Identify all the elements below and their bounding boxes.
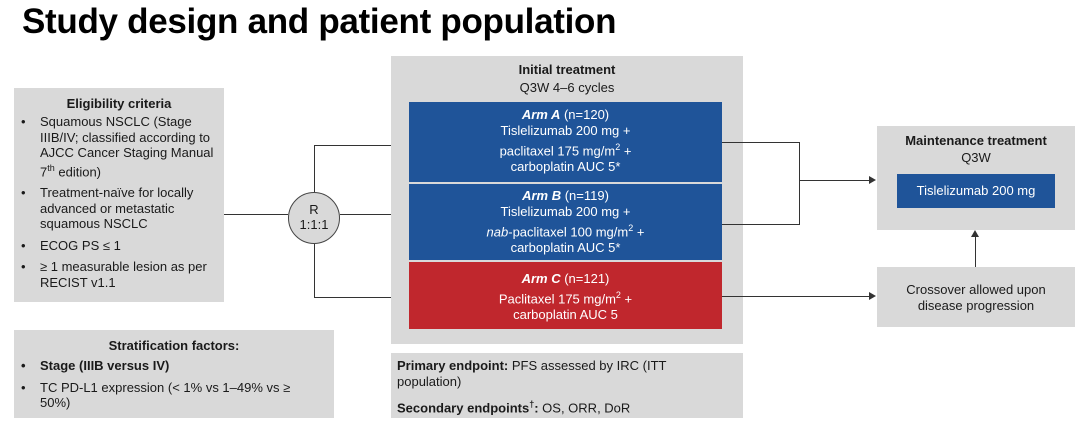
randomization-ratio: 1:1:1 [299, 217, 329, 232]
connector-line [722, 224, 800, 225]
eligibility-list: Squamous NSCLC (Stage IIIB/IV; classifie… [14, 114, 224, 290]
arm-c-header: Arm C (n=121) [521, 271, 610, 286]
arm-b-line: Tislelizumab 200 mg + [500, 204, 631, 219]
connector-line [314, 145, 315, 192]
stratification-item: TC PD-L1 expression (< 1% vs 1–49% vs ≥ … [14, 380, 334, 411]
eligibility-item: Squamous NSCLC (Stage IIIB/IV; classifie… [14, 114, 224, 179]
crossover-line: disease progression [917, 298, 1035, 313]
arm-c-box: Arm C (n=121) Paclitaxel 175 mg/m2 + car… [409, 262, 722, 329]
maintenance-drug-box: Tislelizumab 200 mg [897, 174, 1055, 208]
crossover-line: Crossover allowed upon [906, 282, 1046, 297]
initial-treatment-title: Initial treatment [518, 62, 616, 77]
maintenance-schedule: Q3W [961, 150, 991, 165]
connector-line [340, 214, 408, 215]
eligibility-item: ECOG PS ≤ 1 [14, 238, 224, 254]
connector-line [314, 297, 408, 298]
stratification-title: Stratification factors: [108, 338, 240, 353]
arm-b-line: nab-paclitaxel 100 mg/m2 + [486, 223, 645, 240]
connector-line [799, 142, 800, 225]
arrow-right-icon [869, 176, 876, 184]
arm-a-line: carboplatin AUC 5* [510, 159, 621, 175]
arm-b-header: Arm B (n=119) [522, 188, 609, 203]
arm-b-box: Arm B (n=119) Tislelizumab 200 mg + nab-… [409, 184, 722, 260]
page-title: Study design and patient population [22, 2, 617, 41]
connector-line [799, 180, 869, 181]
connector-line [722, 296, 869, 297]
maintenance-title: Maintenance treatment [905, 133, 1047, 148]
arrow-right-icon [869, 292, 876, 300]
initial-treatment-schedule: Q3W 4–6 cycles [519, 80, 615, 95]
secondary-endpoints: Secondary endpoints†: OS, ORR, DoR [397, 399, 631, 416]
connector-line [224, 214, 288, 215]
randomization-label: R [309, 202, 319, 217]
stratification-list: Stage (IIIB versus IV) TC PD-L1 expressi… [14, 358, 334, 411]
connector-line [314, 145, 408, 146]
arm-c-line: carboplatin AUC 5 [513, 307, 618, 323]
connector-line [722, 142, 800, 143]
eligibility-item: ≥ 1 measurable lesion as per RECIST v1.1 [14, 259, 224, 290]
arm-b-line: carboplatin AUC 5* [510, 240, 621, 256]
crossover-box: Crossover allowed upon disease progressi… [877, 267, 1075, 327]
endpoints-box: Primary endpoint: PFS assessed by IRC (I… [391, 353, 743, 418]
connector-line [975, 236, 976, 267]
primary-endpoint: Primary endpoint: PFS assessed by IRC (I… [397, 358, 667, 389]
arm-a-box: Arm A (n=120) Tislelizumab 200 mg + pacl… [409, 102, 722, 182]
maintenance-treatment-box: Maintenance treatment Q3W Tislelizumab 2… [877, 126, 1075, 230]
connector-line [314, 244, 315, 298]
eligibility-criteria-box: Eligibility criteria Squamous NSCLC (Sta… [14, 88, 224, 302]
arm-a-line: paclitaxel 175 mg/m2 + [499, 142, 632, 159]
eligibility-item: Treatment-naïve for locally advanced or … [14, 185, 224, 232]
stratification-box: Stratification factors: Stage (IIIB vers… [14, 330, 334, 418]
arrow-up-icon [971, 230, 979, 237]
eligibility-title: Eligibility criteria [66, 96, 172, 111]
arm-c-line: Paclitaxel 175 mg/m2 + [498, 290, 633, 307]
stratification-item: Stage (IIIB versus IV) [14, 358, 334, 374]
arm-a-line: Tislelizumab 200 mg + [500, 123, 631, 138]
randomization-circle: R 1:1:1 [288, 192, 340, 244]
arm-a-header: Arm A (n=120) [521, 107, 610, 122]
